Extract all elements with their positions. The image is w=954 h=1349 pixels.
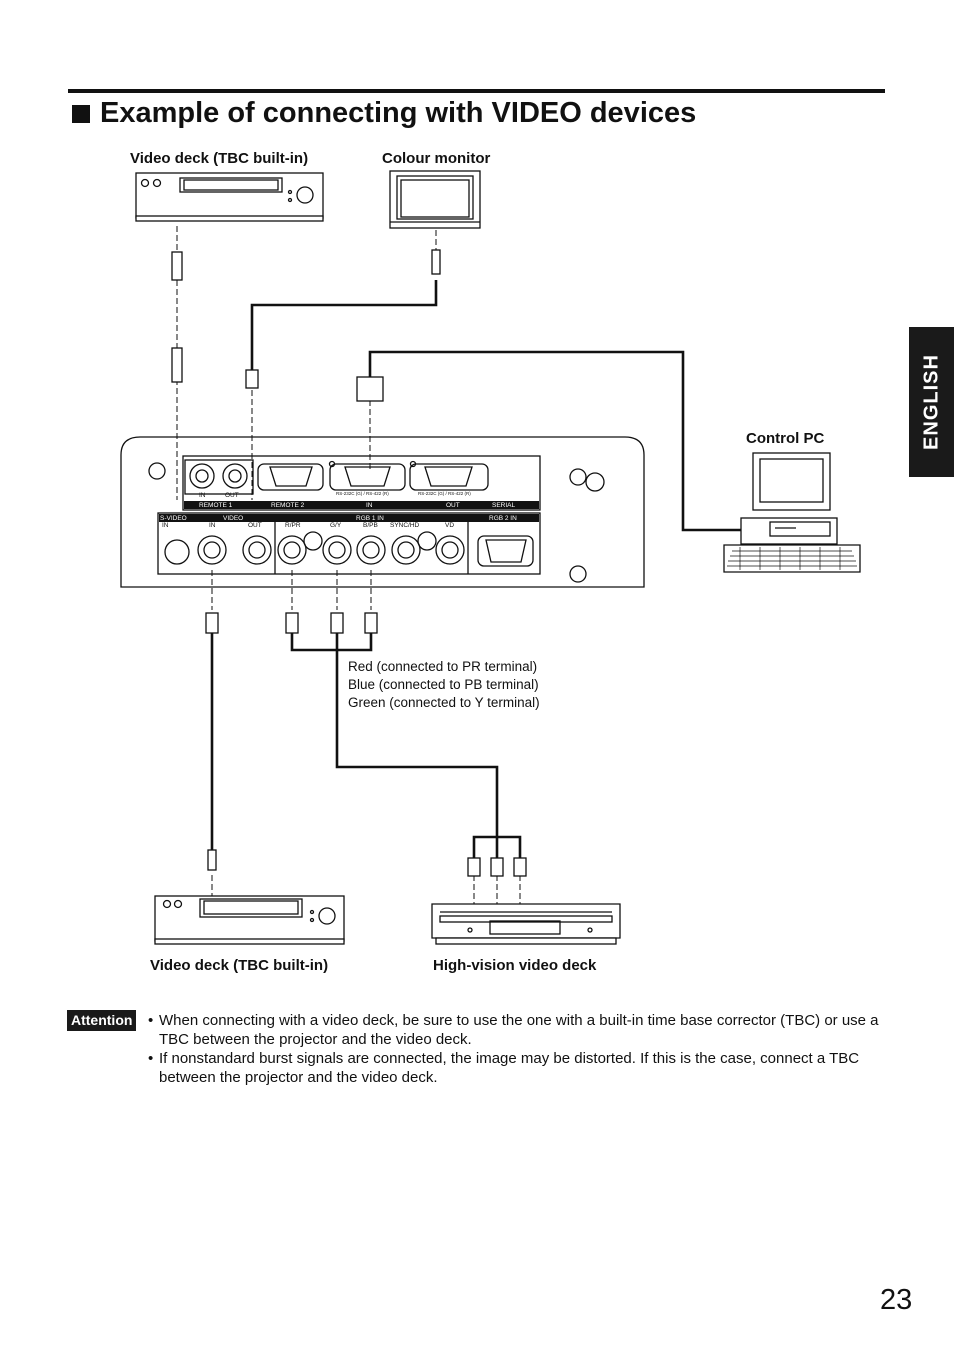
control-pc-label: Control PC	[746, 430, 825, 447]
attention-list: • When connecting with a video deck, be …	[148, 1011, 893, 1087]
language-tab: ENGLISH	[909, 327, 954, 477]
colour-monitor-label: Colour monitor	[382, 150, 491, 167]
attention-item: • When connecting with a video deck, be …	[148, 1011, 893, 1049]
cable-note-red: Red (connected to PR terminal)	[348, 659, 538, 674]
s-video-label: S-VIDEO	[160, 515, 187, 522]
section-title: Example of connecting with VIDEO devices	[72, 97, 696, 130]
serial-out-label: OUT	[446, 502, 460, 509]
hv-video-deck-illustration	[431, 903, 621, 945]
video-deck-top-illustration	[135, 172, 324, 222]
bullet-icon: •	[148, 1012, 154, 1029]
cable-note-blue: Blue (connected to PB terminal)	[348, 677, 539, 692]
colour-monitor-illustration	[389, 170, 481, 229]
s-video-in-label: IN	[162, 522, 169, 529]
video-label: VIDEO	[223, 515, 244, 522]
vd-label: VD	[445, 522, 455, 529]
remote2-label: REMOTE 2	[271, 502, 305, 509]
projector-panel-label-bars	[159, 501, 539, 522]
rs-in-label: RS-232C (G) / RS-422 (R)	[336, 491, 389, 496]
video-deck-bottom-label: Video deck (TBC built-in)	[150, 957, 329, 974]
attention-badge: Attention	[67, 1010, 137, 1031]
rgb2-in-label: RGB 2 IN	[489, 515, 517, 522]
serial-in-label: IN	[366, 502, 373, 509]
cable-note-green: Green (connected to Y terminal)	[348, 695, 540, 710]
remote1-label: REMOTE 1	[199, 502, 233, 509]
page-number: 23	[880, 1284, 913, 1316]
bullet-icon: •	[148, 1050, 154, 1067]
cable-notes: Red (connected to PR terminal) Blue (con…	[348, 658, 540, 712]
rpr-label: R/PR	[285, 522, 301, 529]
cables	[175, 280, 741, 860]
square-bullet-icon	[72, 104, 90, 123]
gy-label: G/Y	[330, 522, 342, 529]
video-deck-bottom-illustration	[154, 895, 345, 945]
video-in-label: IN	[209, 522, 216, 529]
section-title-text: Example of connecting with VIDEO devices	[100, 97, 697, 129]
remote1-in-label: IN	[199, 492, 206, 499]
bpb-label: B/PB	[363, 522, 378, 529]
attention-item-text: When connecting with a video deck, be su…	[159, 1012, 879, 1048]
rgb1-in-label: RGB 1 IN	[356, 515, 384, 522]
sync-hd-label: SYNC/HD	[390, 522, 420, 529]
remote1-out-label: OUT	[225, 492, 239, 499]
video-out-label: OUT	[248, 522, 262, 529]
title-rule	[68, 89, 885, 93]
rs-out-label: RS-232C (G) / RS-422 (R)	[418, 491, 471, 496]
control-pc-illustration	[723, 452, 861, 573]
projector-rear-panel	[120, 436, 645, 588]
attention-item-text: If nonstandard burst signals are connect…	[159, 1050, 860, 1086]
attention-item: • If nonstandard burst signals are conne…	[148, 1049, 893, 1087]
cable-plugs	[171, 249, 527, 877]
serial-label: SERIAL	[492, 502, 516, 509]
hv-video-deck-label: High-vision video deck	[433, 957, 597, 974]
video-deck-top-label: Video deck (TBC built-in)	[130, 150, 309, 167]
